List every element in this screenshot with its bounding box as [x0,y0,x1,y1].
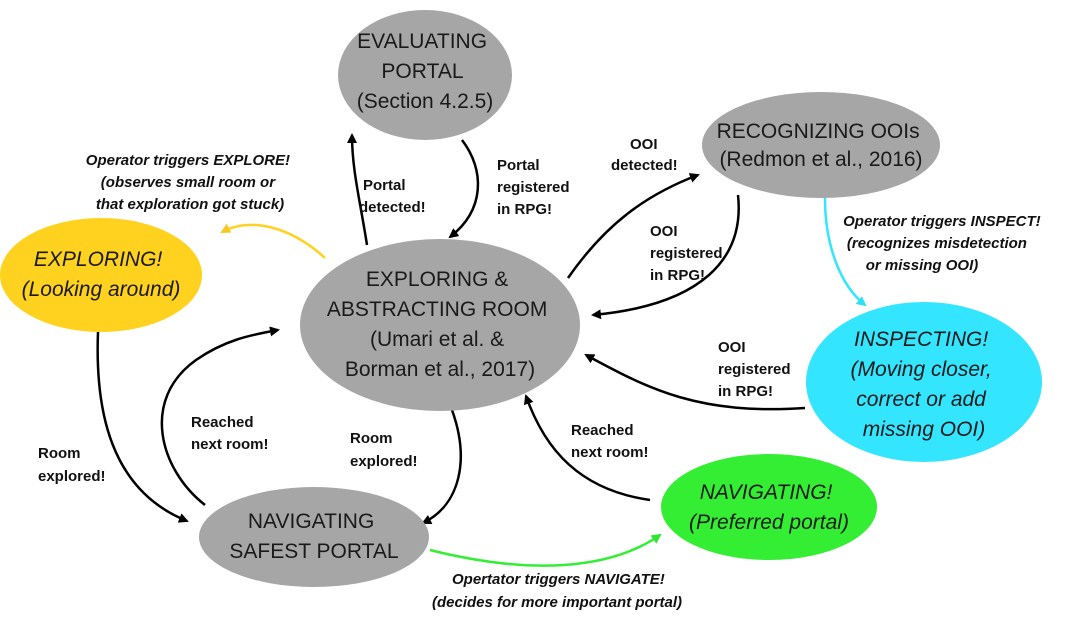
node-inspecting: INSPECTING! (Moving closer, correct or a… [806,302,1042,462]
node-label-line: Borman et al., 2017) [345,358,535,381]
arrow-recognizing-to-inspecting [823,197,867,307]
svg-text:RECOGNIZING OOIs (Redmon: RECOGNIZING OOIs (Redmon et al., 2016) [717,120,926,171]
svg-text:NAVIGATING! (Preferred p: NAVIGATING! (Preferred portal) [689,481,849,534]
arrow-room-to-exploring [220,223,326,259]
node-evaluating-portal: EVALUATING PORTAL (Section 4.2.5) [338,10,512,140]
arrow-inspecting-to-room [584,353,806,411]
arrow-room-to-recognizing [566,173,700,279]
node-exploring-abstracting-room: EXPLORING & ABSTRACTING ROOM (Umari et a… [300,239,580,411]
node-label-line: INSPECTING! [854,328,988,351]
node-label-line: (Umari et al. & [370,328,504,351]
node-label-line: correct or add [856,388,987,411]
svg-text:INSPECTING! (Moving clos: INSPECTING! (Moving closer, correct or a… [850,328,997,441]
node-label-line: (Moving closer, [850,358,991,381]
node-label-line: RECOGNIZING OOIs [717,120,920,143]
node-label-line: NAVIGATING [248,510,374,533]
arrow-safest-to-preferred [429,533,662,567]
node-exploring-looking-around: EXPLORING! (Looking around) [0,218,202,332]
label-reached-next-room-right: Reached next room! [571,422,649,461]
label-reached-next-room-left: Reached next room! [191,414,269,453]
svg-text:EVALUATING PORTAL: EVALUATING PORTAL (Section 4.2.5) [357,30,494,113]
arrow-recognizing-to-room [591,194,740,320]
label-ooi-registered-lower: OOI registered in RPG! [718,339,795,400]
node-label-line: SAFEST PORTAL [229,540,398,563]
arrow-room-to-safest [421,409,462,525]
node-navigating-safest-portal: NAVIGATING SAFEST PORTAL [199,487,429,587]
node-label-line: EXPLORING! [34,248,163,271]
arrow-room-to-evaluating [347,133,369,246]
node-label-line: (Preferred portal) [689,511,849,534]
label-portal-registered: Portal registered in RPG! [497,157,574,218]
arrow-exploring-to-navigating-safest [96,331,189,523]
label-room-explored-center: Room explored! [350,430,418,470]
svg-text:EXPLORING! (Looking arou: EXPLORING! (Looking around) [22,248,181,301]
label-portal-detected: Portal detected! [359,177,426,216]
node-label-line: NAVIGATING! [700,481,833,504]
label-operator-explore: Operator triggers EXPLORE! (observes sma… [86,152,294,213]
svg-text:NAVIGATING SAFEST PORTAL: NAVIGATING SAFEST PORTAL [229,510,398,563]
node-label-line: (Redmon et al., 2016) [719,148,922,171]
node-label-line: PORTAL [381,60,462,83]
label-room-explored-left: Room explored! [38,445,106,485]
arrow-preferred-to-room [523,394,651,502]
node-navigating-preferred-portal: NAVIGATING! (Preferred portal) [661,454,877,560]
arrow-safest-to-room [160,326,280,506]
node-label-line: missing OOI) [863,418,986,441]
node-label-line: (Looking around) [22,278,181,301]
node-label-line: EVALUATING [357,30,487,53]
node-recognizing-oois: RECOGNIZING OOIs (Redmon et al., 2016) [702,92,940,198]
svg-text:EXPLORING & ABSTRACTING: EXPLORING & ABSTRACTING ROOM (Umari et a… [327,268,553,381]
label-operator-inspect: Operator triggers INSPECT! (recognizes m… [843,213,1045,274]
label-ooi-detected: OOI detected! [611,136,678,174]
node-label-line: ABSTRACTING ROOM [327,298,548,321]
node-label-line: (Section 4.2.5) [357,90,494,113]
arrow-evaluating-to-room [448,139,480,239]
label-ooi-registered-upper: OOI registered in RPG! [650,223,727,284]
label-operator-navigate: Opertator triggers NAVIGATE! (decides fo… [432,571,682,611]
node-label-line: EXPLORING & [366,268,508,291]
